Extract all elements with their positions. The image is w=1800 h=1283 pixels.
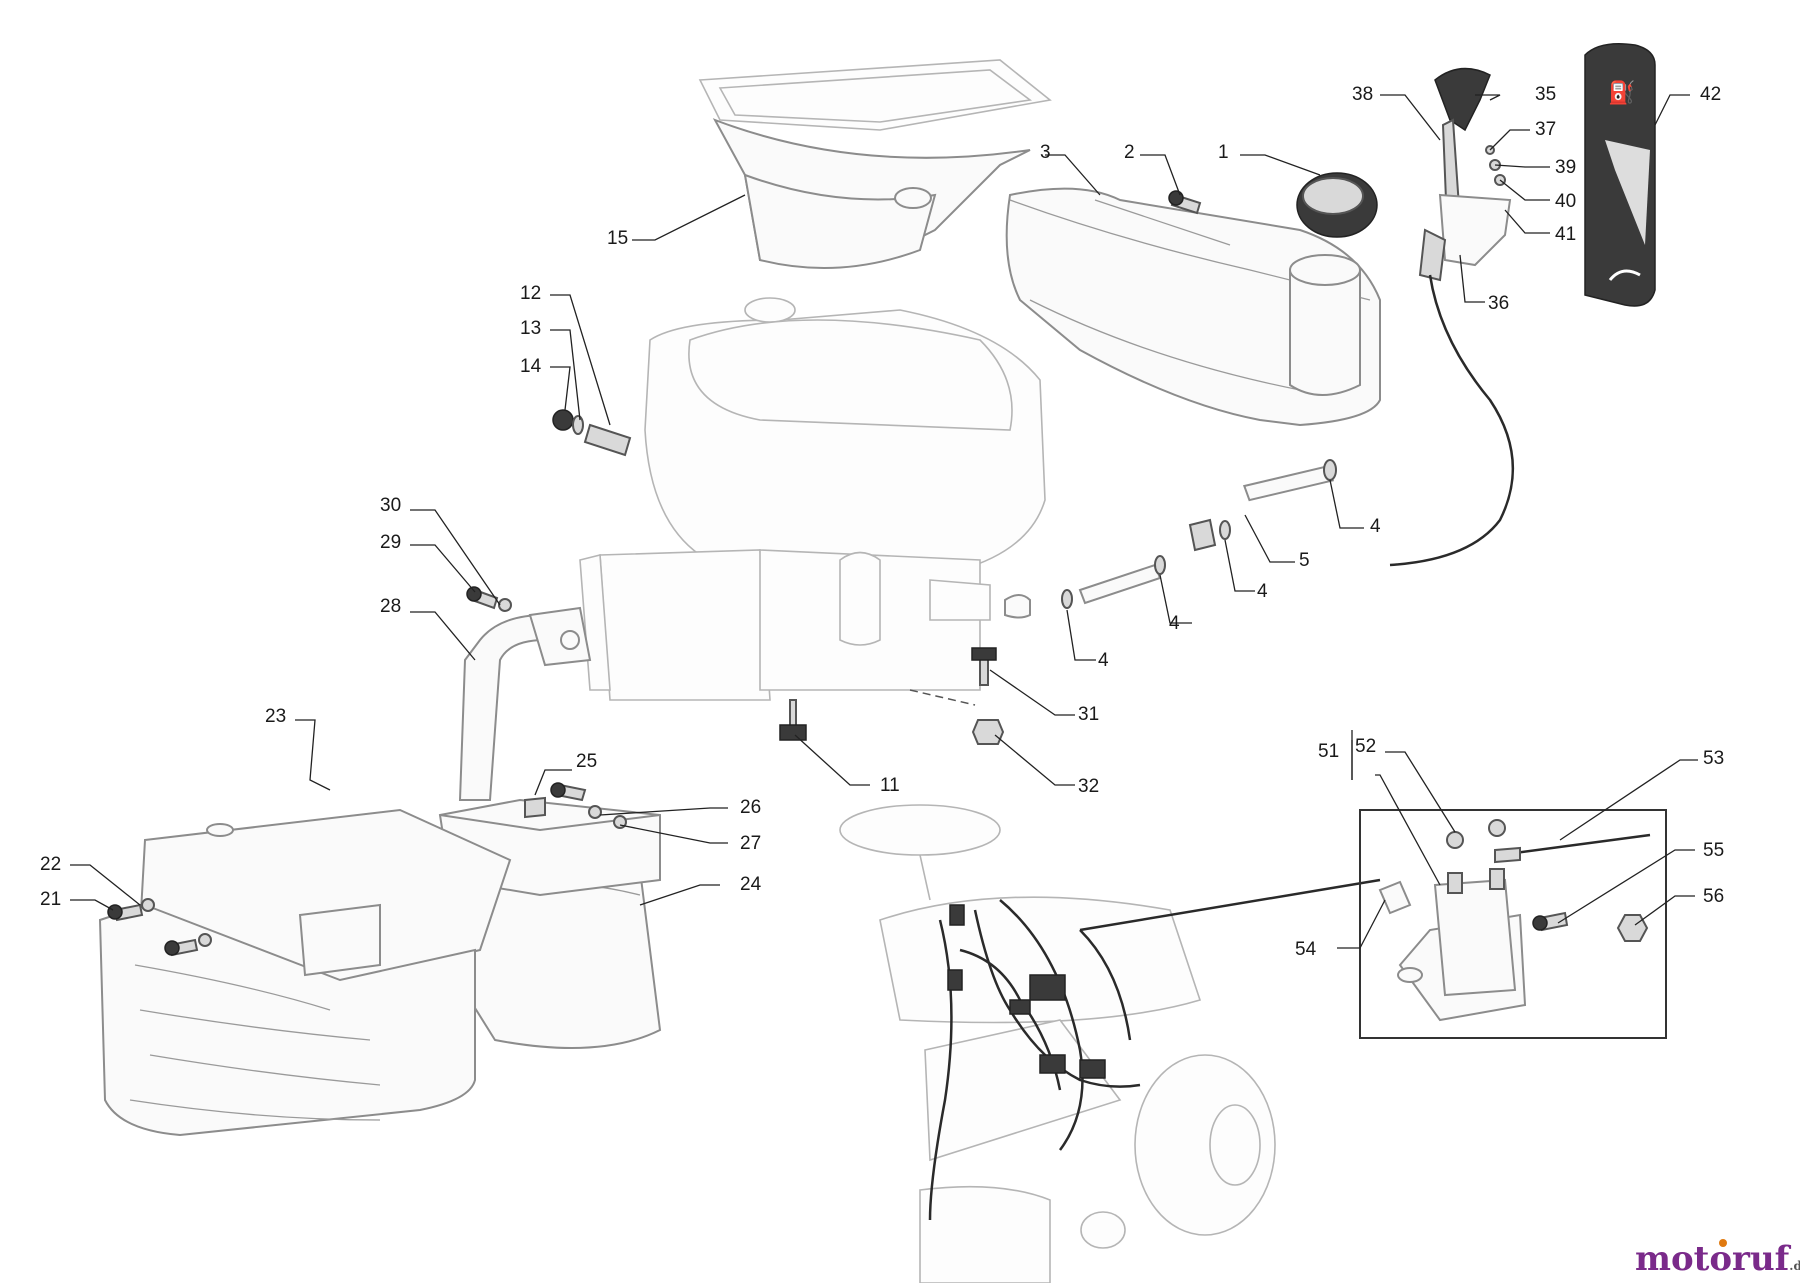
muffler-guard-illustration	[98, 808, 512, 1137]
fuel-cap-illustration	[1296, 172, 1378, 238]
svg-text:motoruf.de: motoruf.de	[1635, 1239, 1800, 1279]
callout-26: 26	[740, 797, 761, 818]
callout-40: 40	[1555, 191, 1576, 212]
callout-3: 3	[1040, 142, 1051, 163]
callout-labels: 1 2 3 4 4 4 4 5 11 12 13 14 15 21 22 23 …	[40, 84, 1724, 960]
callout-27: 27	[740, 833, 761, 854]
guard-bolts-illustration	[107, 898, 212, 957]
tractor-body-illustration	[839, 804, 1276, 1283]
wiring-harness-illustration	[928, 878, 1381, 1221]
callout-36: 36	[1488, 293, 1509, 314]
callout-4: 4	[1098, 650, 1109, 671]
callout-56: 56	[1703, 886, 1724, 907]
callout-29: 29	[380, 532, 401, 553]
callout-4: 4	[1370, 516, 1381, 537]
fuel-tank-illustration	[1005, 187, 1381, 427]
callout-32: 32	[1078, 776, 1099, 797]
watermark-domain: .de	[1789, 1259, 1800, 1273]
watermark-dot-icon	[1719, 1239, 1727, 1247]
callout-53: 53	[1703, 748, 1724, 769]
callout-24: 24	[740, 874, 762, 895]
callout-15: 15	[607, 228, 628, 249]
watermark: motoruf.de	[1635, 1239, 1800, 1279]
callout-4: 4	[1257, 581, 1268, 602]
stud-and-nut-illustration	[552, 409, 632, 457]
callout-2: 2	[1124, 142, 1135, 163]
svg-text:⛽: ⛽	[1608, 80, 1635, 106]
callout-41: 41	[1555, 224, 1576, 245]
callout-31: 31	[1078, 704, 1099, 725]
callout-37: 37	[1535, 119, 1556, 140]
callout-30: 30	[380, 495, 401, 516]
watermark-brand: motoruf	[1635, 1239, 1792, 1279]
callout-14: 14	[520, 356, 542, 377]
throttle-cable-illustration	[1389, 274, 1515, 567]
callout-55: 55	[1703, 840, 1724, 861]
callout-22: 22	[40, 854, 61, 875]
callout-1: 1	[1218, 142, 1229, 163]
throttle-decal-illustration: ⛽	[1584, 43, 1656, 307]
callout-54: 54	[1295, 939, 1317, 960]
callout-21: 21	[40, 889, 61, 910]
fuel-hose-illustration	[1004, 459, 1337, 619]
engine-block-illustration	[579, 297, 1046, 701]
callout-25: 25	[576, 751, 597, 772]
callout-51: 51	[1318, 741, 1339, 762]
callout-35: 35	[1535, 84, 1556, 105]
exhaust-pipe-illustration	[458, 586, 592, 801]
callout-42: 42	[1700, 84, 1721, 105]
throttle-lever-illustration	[1418, 67, 1512, 282]
callout-13: 13	[520, 318, 541, 339]
callout-39: 39	[1555, 157, 1576, 178]
callout-11: 11	[880, 775, 900, 796]
callout-38: 38	[1352, 84, 1373, 105]
callout-5: 5	[1299, 550, 1310, 571]
solenoid-detail-box	[1359, 809, 1667, 1039]
callout-23: 23	[265, 706, 286, 727]
leader-lines	[70, 94, 1698, 949]
air-filter-housing-illustration	[698, 59, 1052, 269]
callout-52: 52	[1355, 736, 1376, 757]
callout-4: 4	[1169, 613, 1180, 634]
engine-bolts-illustration	[779, 647, 1005, 745]
callout-12: 12	[520, 283, 541, 304]
callout-28: 28	[380, 596, 401, 617]
